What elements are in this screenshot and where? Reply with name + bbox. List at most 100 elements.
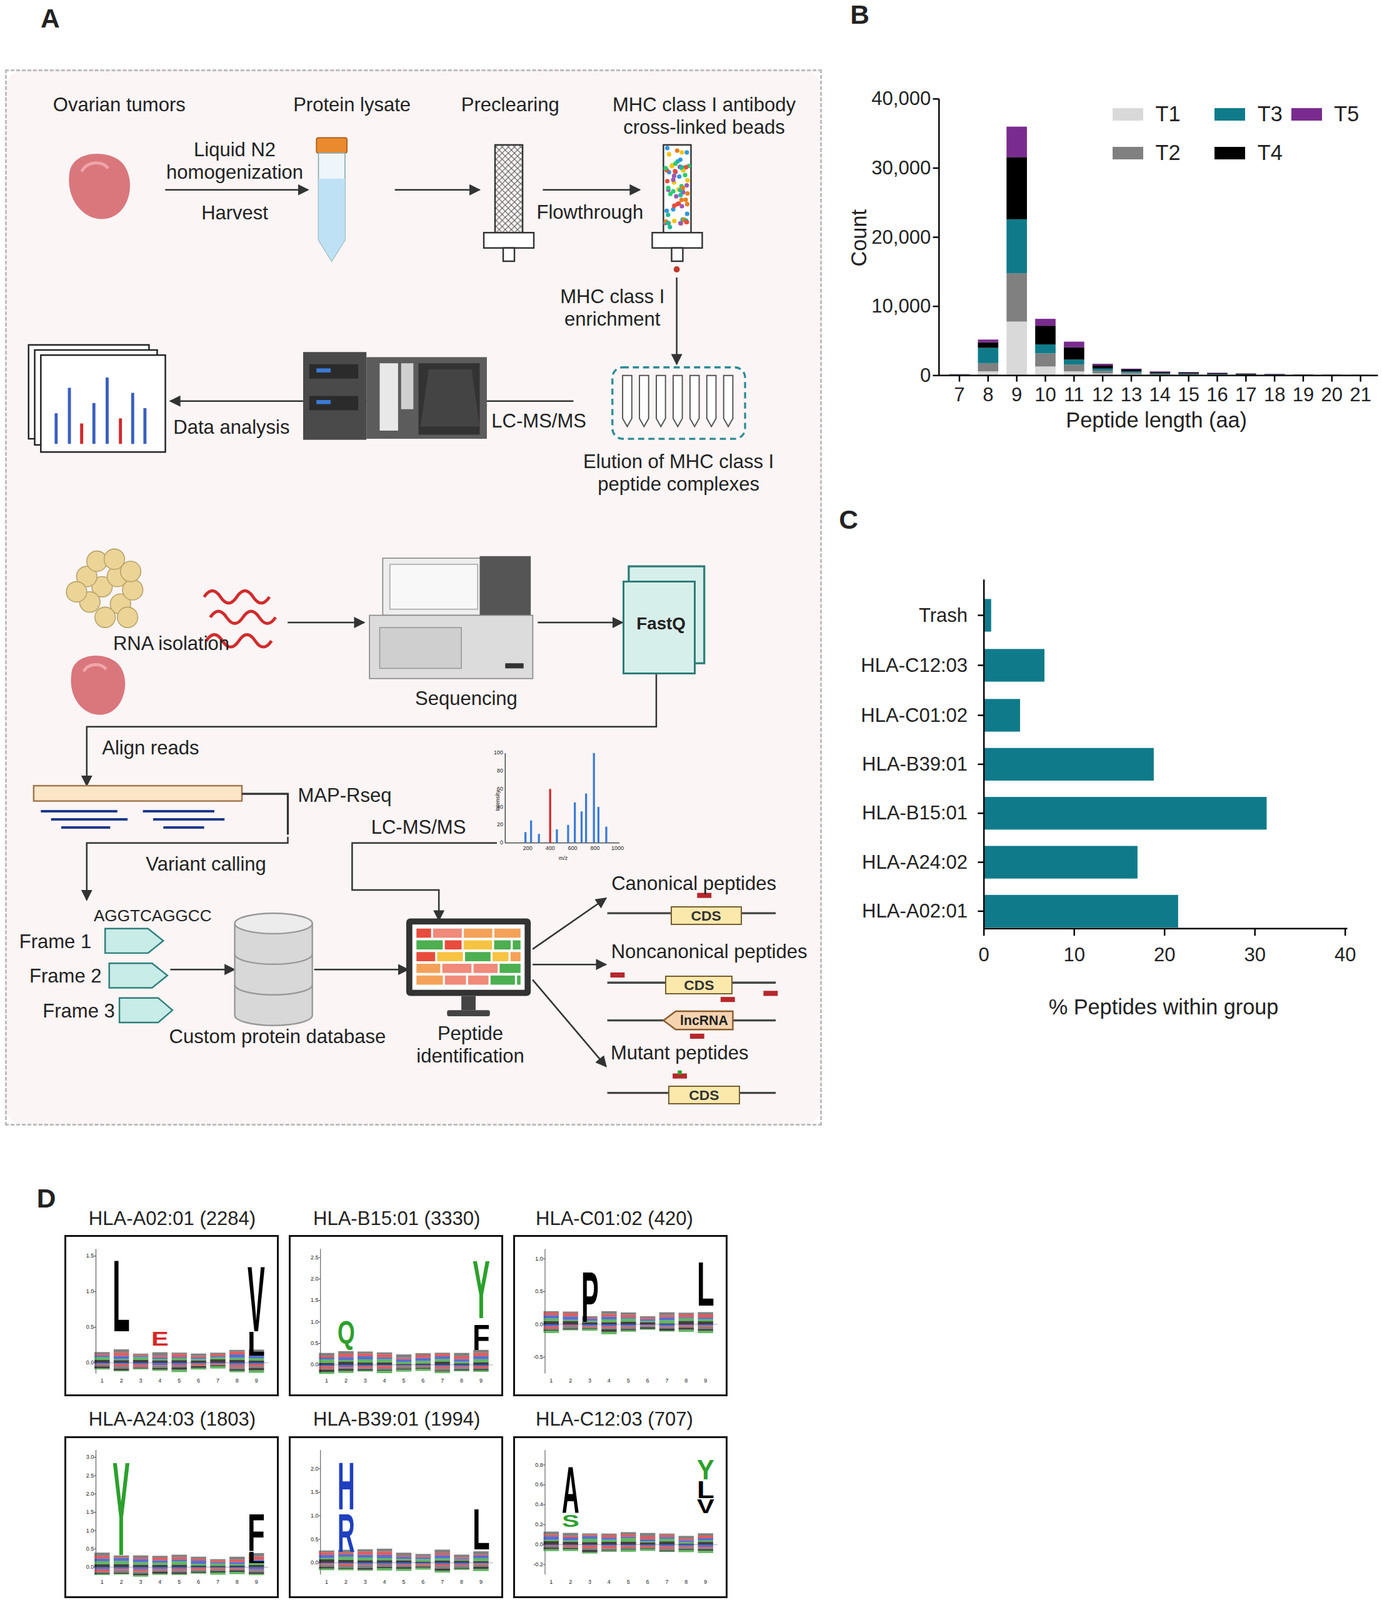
figure-graphic: [697, 1321, 713, 1325]
figure-graphic: [415, 1562, 431, 1564]
figure-graphic: [640, 1536, 656, 1540]
figure-graphic: [376, 1560, 392, 1563]
figure-graphic: [685, 211, 690, 217]
figure-graphic: [601, 1537, 617, 1540]
figure-graphic: [143, 408, 147, 444]
figure-graphic: [473, 1561, 489, 1564]
figure-graphic: [190, 1353, 206, 1357]
figure-graphic: [190, 1357, 206, 1359]
figure-graphic: [562, 1535, 578, 1538]
figure-label: 3: [360, 1578, 371, 1586]
figure-graphic: [318, 1278, 321, 1280]
figure-graphic: [473, 1563, 489, 1566]
flow-arrow: [675, 277, 678, 365]
figure-label: 13: [1115, 383, 1147, 407]
legend-text: T5: [1333, 101, 1359, 127]
figure-graphic: [190, 1568, 206, 1571]
figure-graphic: [977, 812, 984, 814]
figure-graphic: [473, 1366, 489, 1369]
node-label: Ovarian tumors: [16, 93, 222, 117]
figure-label: Count: [846, 186, 872, 289]
figure-graphic: [679, 203, 684, 209]
flow-arrow: [170, 968, 235, 971]
figure-graphic: [54, 413, 58, 444]
figure-graphic: [171, 1365, 187, 1367]
figure-graphic: [229, 1350, 245, 1352]
figure-graphic: [94, 1569, 110, 1573]
figure-label: 2: [116, 1578, 127, 1586]
figure-graphic: [229, 1567, 245, 1569]
figure-graphic: [415, 1353, 431, 1356]
figure-graphic: [678, 1538, 694, 1541]
figure-graphic: [113, 1352, 129, 1356]
figure-graphic: [210, 1359, 226, 1364]
figure-graphic: [416, 928, 431, 939]
node-label: HLA-C12:03 (707): [535, 1408, 694, 1431]
figure-graphic: [543, 1318, 559, 1321]
figure-graphic: [418, 363, 481, 435]
figure-graphic: [683, 220, 689, 225]
figure-graphic: [229, 1562, 245, 1564]
figure-graphic: [1359, 375, 1361, 382]
figure-graphic: [318, 1538, 321, 1540]
figure-graphic: [763, 990, 778, 996]
figure-graphic: [683, 165, 689, 170]
figure-graphic: [396, 1565, 412, 1568]
figure-graphic: [678, 157, 683, 162]
figure-graphic: [640, 1321, 656, 1325]
figure-graphic: [163, 826, 204, 829]
figure-graphic: [376, 1370, 392, 1374]
figure-graphic: [473, 1365, 489, 1367]
flow-arrow: [351, 843, 497, 921]
figure-graphic: [171, 1362, 187, 1365]
edge-label: Liquid N2 homogenization: [153, 138, 317, 184]
figure-graphic: [376, 1366, 392, 1369]
figure-graphic: [1163, 928, 1166, 936]
figure-graphic: [1216, 375, 1218, 382]
figure-label: HLA-B39:01: [835, 753, 968, 776]
figure-graphic: [1035, 318, 1056, 326]
figure-graphic: [620, 1549, 636, 1552]
figure-graphic: [659, 1541, 675, 1545]
figure-graphic: [983, 698, 1021, 732]
figure-graphic: [190, 1558, 206, 1561]
figure-graphic: [396, 1370, 412, 1372]
figure-graphic: [697, 1548, 713, 1550]
figure-graphic: [152, 1562, 168, 1566]
figure-graphic: [133, 1356, 149, 1358]
figure-graphic: [93, 1493, 96, 1495]
figure-graphic: [620, 1532, 636, 1535]
figure-graphic: [396, 1363, 412, 1366]
figure-graphic: [543, 1536, 559, 1541]
figure-graphic: [210, 1363, 226, 1366]
workflow-step: Mutant peptidesCDS: [606, 1040, 816, 1111]
figure-graphic: [473, 1361, 489, 1365]
logo-letter: P: [581, 1260, 599, 1333]
figure-graphic: [1187, 375, 1189, 382]
figure-graphic: [133, 1367, 149, 1369]
figure-graphic: [672, 168, 677, 174]
figure-graphic: [376, 1567, 392, 1569]
figure-label: 2: [565, 1578, 576, 1586]
figure-label: C: [838, 505, 859, 536]
figure-graphic: [1235, 373, 1257, 375]
figure-label: 9: [700, 1578, 711, 1586]
figure-graphic: [171, 1358, 187, 1361]
figure-graphic: [620, 1312, 636, 1316]
figure-graphic: [543, 1328, 559, 1331]
figure-graphic: [93, 1255, 96, 1257]
figure-graphic: [415, 1553, 431, 1556]
figure-graphic: [581, 1552, 597, 1554]
figure-graphic: [678, 1325, 694, 1327]
figure-graphic: [473, 1368, 489, 1369]
figure-graphic: [338, 1351, 354, 1354]
figure-graphic: [133, 1353, 149, 1356]
figure-graphic: [93, 1512, 96, 1513]
figure-label: 9: [1001, 383, 1032, 407]
figure-graphic: [434, 1553, 450, 1556]
figure-graphic: [318, 1359, 334, 1363]
figure-graphic: [581, 1538, 597, 1543]
legend-text: T2: [1155, 140, 1181, 166]
figure-label: 7: [437, 1377, 448, 1384]
figure-graphic: [152, 1360, 168, 1363]
